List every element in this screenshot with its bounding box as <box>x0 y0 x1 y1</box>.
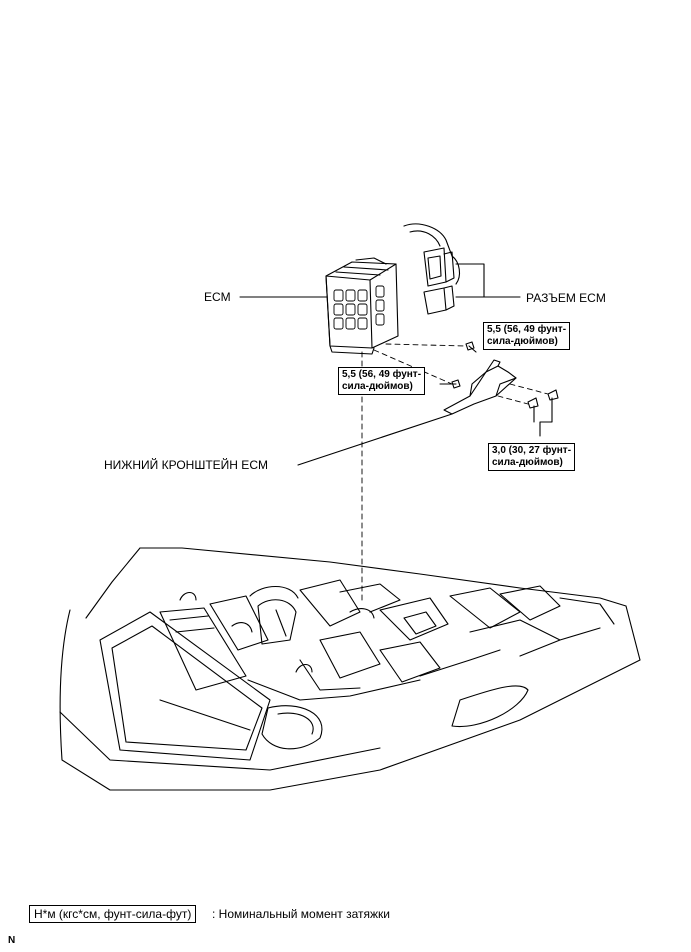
legend-description: : Номинальный момент затяжки <box>212 907 390 921</box>
ecm-connector-label: РАЗЪЕМ ECM <box>526 291 606 305</box>
bolts <box>527 389 559 409</box>
torque-spec-line: сила-дюймов) <box>492 457 563 468</box>
torque-spec-line: 5,5 (56, 49 фунт- <box>487 324 567 335</box>
bracket-leader-line <box>297 413 453 466</box>
torque-spec-nut-upper: 5,5 (56, 49 фунт- сила-дюймов) <box>483 322 571 350</box>
ecm-unit <box>325 257 399 355</box>
torque-spec-line: сила-дюймов) <box>487 336 558 347</box>
ecm-lower-bracket-label: НИЖНИЙ КРОНШТЕЙН ECM <box>104 458 268 472</box>
torque-spec-line: 5,5 (56, 49 фунт- <box>342 369 422 380</box>
ecm-lower-bracket <box>443 359 517 415</box>
legend-unit-box: Н*м (кгс*см, фунт-сила-фут) <box>29 905 197 923</box>
bolt-leader-line <box>533 397 553 437</box>
torque-spec-line: сила-дюймов) <box>342 381 413 392</box>
torque-spec-bolts: 3,0 (30, 27 фунт- сила-дюймов) <box>488 443 576 471</box>
ecm-label: ECM <box>204 290 231 304</box>
connector-leader-line <box>455 263 521 298</box>
vehicle-front-illustration <box>59 547 641 791</box>
ecm-connector <box>403 223 461 315</box>
torque-spec-line: 3,0 (30, 27 фунт- <box>492 445 572 456</box>
torque-spec-nut-lower: 5,5 (56, 49 фунт- сила-дюймов) <box>338 367 426 395</box>
corner-mark: N <box>8 935 16 946</box>
